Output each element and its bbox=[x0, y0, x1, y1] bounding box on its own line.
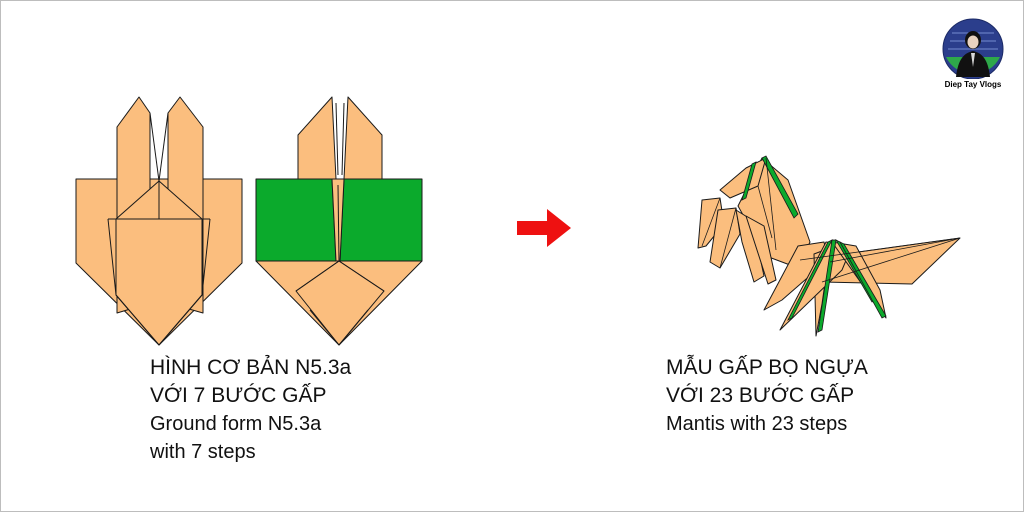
ground-form-caption: HÌNH CƠ BẢN N5.3a VỚI 7 BƯỚC GẤP Ground … bbox=[150, 354, 351, 466]
channel-logo-icon bbox=[942, 18, 1004, 79]
mantis-steps-vi: VỚI 23 BƯỚC GẤP bbox=[666, 384, 855, 407]
ground-form-back-diagram bbox=[255, 96, 423, 346]
ground-form-steps-en: with 7 steps bbox=[150, 441, 256, 463]
mantis-caption: MẪU GẤP BỌ NGỰA VỚI 23 BƯỚC GẤP Mantis w… bbox=[666, 354, 868, 438]
mantis-title-en: Mantis with 23 steps bbox=[666, 413, 848, 435]
right-arrow-icon bbox=[517, 209, 571, 247]
mantis-title-vi: MẪU GẤP BỌ NGỰA bbox=[666, 356, 868, 379]
ground-form-title-vi: HÌNH CƠ BẢN N5.3a bbox=[150, 356, 352, 379]
channel-logo: Diep Tay Vlogs bbox=[938, 17, 1008, 93]
ground-form-front-diagram bbox=[75, 96, 243, 346]
ground-form-title-en: Ground form N5.3a bbox=[150, 413, 322, 435]
ground-form-steps-vi: VỚI 7 BƯỚC GẤP bbox=[150, 384, 327, 407]
mantis-diagram bbox=[697, 155, 961, 337]
channel-name: Diep Tay Vlogs bbox=[944, 80, 1002, 89]
